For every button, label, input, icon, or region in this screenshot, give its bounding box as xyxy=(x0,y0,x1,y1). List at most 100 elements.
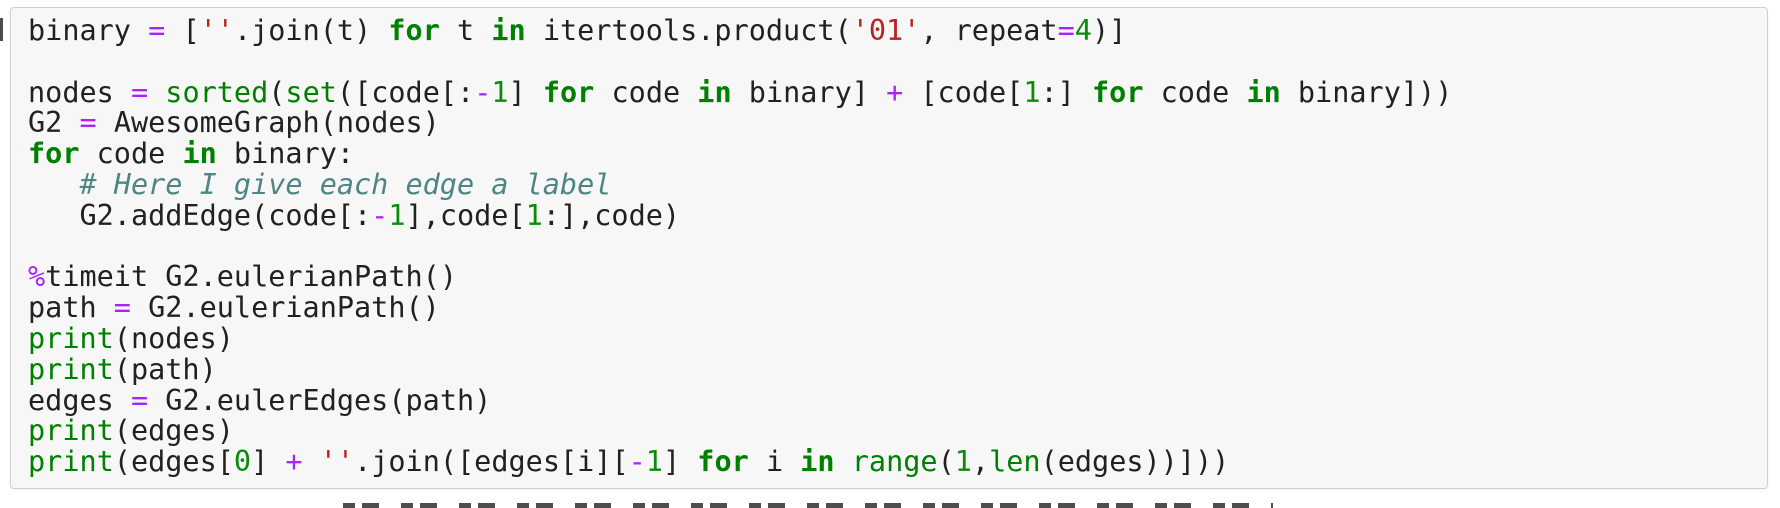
code-token: for xyxy=(542,75,595,109)
code-token: + xyxy=(886,75,904,109)
code-token: for xyxy=(28,137,80,171)
code-token: set xyxy=(285,75,337,109)
code-token: - xyxy=(371,198,389,232)
code-line: print(edges) xyxy=(28,414,1757,448)
code-line: %timeit G2.eulerianPath() xyxy=(28,260,1757,294)
code-token: binary: xyxy=(216,137,355,171)
code-line: G2 = AwesomeGraph(nodes) xyxy=(28,106,1757,140)
code-token: for xyxy=(697,445,749,479)
code-token: timeit G2.eulerianPath() xyxy=(45,260,457,294)
code-token: binary] xyxy=(731,75,887,109)
code-token: ( xyxy=(268,75,286,109)
code-token: .join(t) xyxy=(233,14,389,47)
code-token xyxy=(835,445,852,478)
code-token: , xyxy=(971,445,990,479)
code-token: = xyxy=(1057,14,1075,47)
code-token: (edges) xyxy=(113,414,234,448)
code-cell: binary = [''.join(t) for t in itertools.… xyxy=(10,7,1768,489)
code-line xyxy=(28,47,1757,78)
code-token: '' xyxy=(199,14,234,47)
code-token: 1 xyxy=(525,198,543,232)
code-token: 1 xyxy=(645,445,663,479)
code-token: in xyxy=(182,137,217,171)
code-token: .join([edges[i][ xyxy=(354,445,629,479)
code-token: '' xyxy=(319,445,355,479)
code-token: G2.eulerEdges(path) xyxy=(148,383,492,417)
code-token: in xyxy=(697,75,732,109)
code-token: in xyxy=(491,14,526,47)
code-token: G2.addEdge(code[: xyxy=(28,198,372,232)
code-token: :] xyxy=(1040,75,1092,109)
code-token: ] xyxy=(251,445,286,479)
code-token: 4 xyxy=(1074,14,1092,47)
code-token: for xyxy=(388,14,440,47)
prompt-bracket-fragment xyxy=(0,18,3,41)
code-line: path = G2.eulerianPath() xyxy=(28,291,1757,325)
code-token: sorted xyxy=(165,75,269,109)
code-token: ],code[ xyxy=(405,198,526,232)
code-token: print xyxy=(28,321,114,355)
code-token: binary xyxy=(28,14,149,47)
code-token: 1 xyxy=(388,198,406,232)
code-line: # Here I give each edge a label xyxy=(28,167,1757,201)
code-token: = xyxy=(148,14,166,47)
code-token: AwesomeGraph(nodes) xyxy=(96,106,440,140)
code-token: i xyxy=(748,445,801,479)
code-token: in xyxy=(800,445,835,479)
code-token: '01' xyxy=(851,14,921,47)
code-token xyxy=(28,168,79,201)
code-line: binary = [''.join(t) for t in itertools.… xyxy=(28,14,1757,47)
code-token: len xyxy=(989,445,1041,479)
code-token: :],code) xyxy=(542,198,681,232)
code-token: ([code[: xyxy=(336,75,475,109)
code-line: G2.addEdge(code[:-1],code[1:],code) xyxy=(28,198,1757,232)
code-line xyxy=(28,232,1757,263)
code-token: G2.eulerianPath() xyxy=(130,291,440,325)
code-token: code xyxy=(1143,75,1247,109)
code-line: print(edges[0] + ''.join([edges[i][-1] f… xyxy=(28,445,1757,479)
code-token: [code[ xyxy=(903,75,1024,109)
code-token: ] xyxy=(508,75,543,109)
code-line: print(path) xyxy=(28,352,1757,386)
code-token: ( xyxy=(937,445,955,479)
code-token: - xyxy=(628,445,646,479)
code-token: print xyxy=(28,352,114,386)
code-token xyxy=(148,76,165,109)
code-line: for code in binary: xyxy=(28,137,1757,171)
code-token: 1 xyxy=(1023,75,1041,109)
code-token: code xyxy=(594,75,698,109)
code-token: print xyxy=(28,414,114,448)
code-token: = xyxy=(130,75,149,109)
code-token: (edges[ xyxy=(113,445,234,479)
code-line: edges = G2.eulerEdges(path) xyxy=(28,383,1757,417)
code-editor[interactable]: binary = [''.join(t) for t in itertools.… xyxy=(11,8,1767,488)
code-token: = xyxy=(113,291,131,325)
code-token: )] xyxy=(1091,14,1127,47)
code-token: 1 xyxy=(491,75,509,109)
code-token: range xyxy=(851,445,938,479)
code-token: code xyxy=(79,137,183,171)
code-token: edges xyxy=(28,383,131,417)
code-line: print(nodes) xyxy=(28,321,1757,355)
code-token: print xyxy=(28,445,114,479)
code-token: - xyxy=(474,75,492,109)
code-token: = xyxy=(79,106,97,140)
code-token xyxy=(303,445,320,478)
code-token: in xyxy=(1246,75,1281,109)
code-token: + xyxy=(285,445,303,479)
code-token: itertools.product( xyxy=(525,14,852,47)
code-token: nodes xyxy=(28,75,131,109)
code-token: 0 xyxy=(233,445,252,479)
code-token: (nodes) xyxy=(113,321,234,355)
code-token: % xyxy=(28,260,46,294)
clipped-next-line-fragment xyxy=(343,503,1273,508)
code-token: , repeat xyxy=(920,14,1058,47)
code-token: (edges))])) xyxy=(1040,445,1230,479)
code-line: nodes = sorted(set([code[:-1] for code i… xyxy=(28,75,1757,109)
code-token: [ xyxy=(165,14,200,47)
code-token: 1 xyxy=(954,445,972,479)
code-token: binary])) xyxy=(1280,75,1453,109)
code-token: # Here I give each edge a label xyxy=(79,167,612,201)
code-token: = xyxy=(130,383,149,417)
